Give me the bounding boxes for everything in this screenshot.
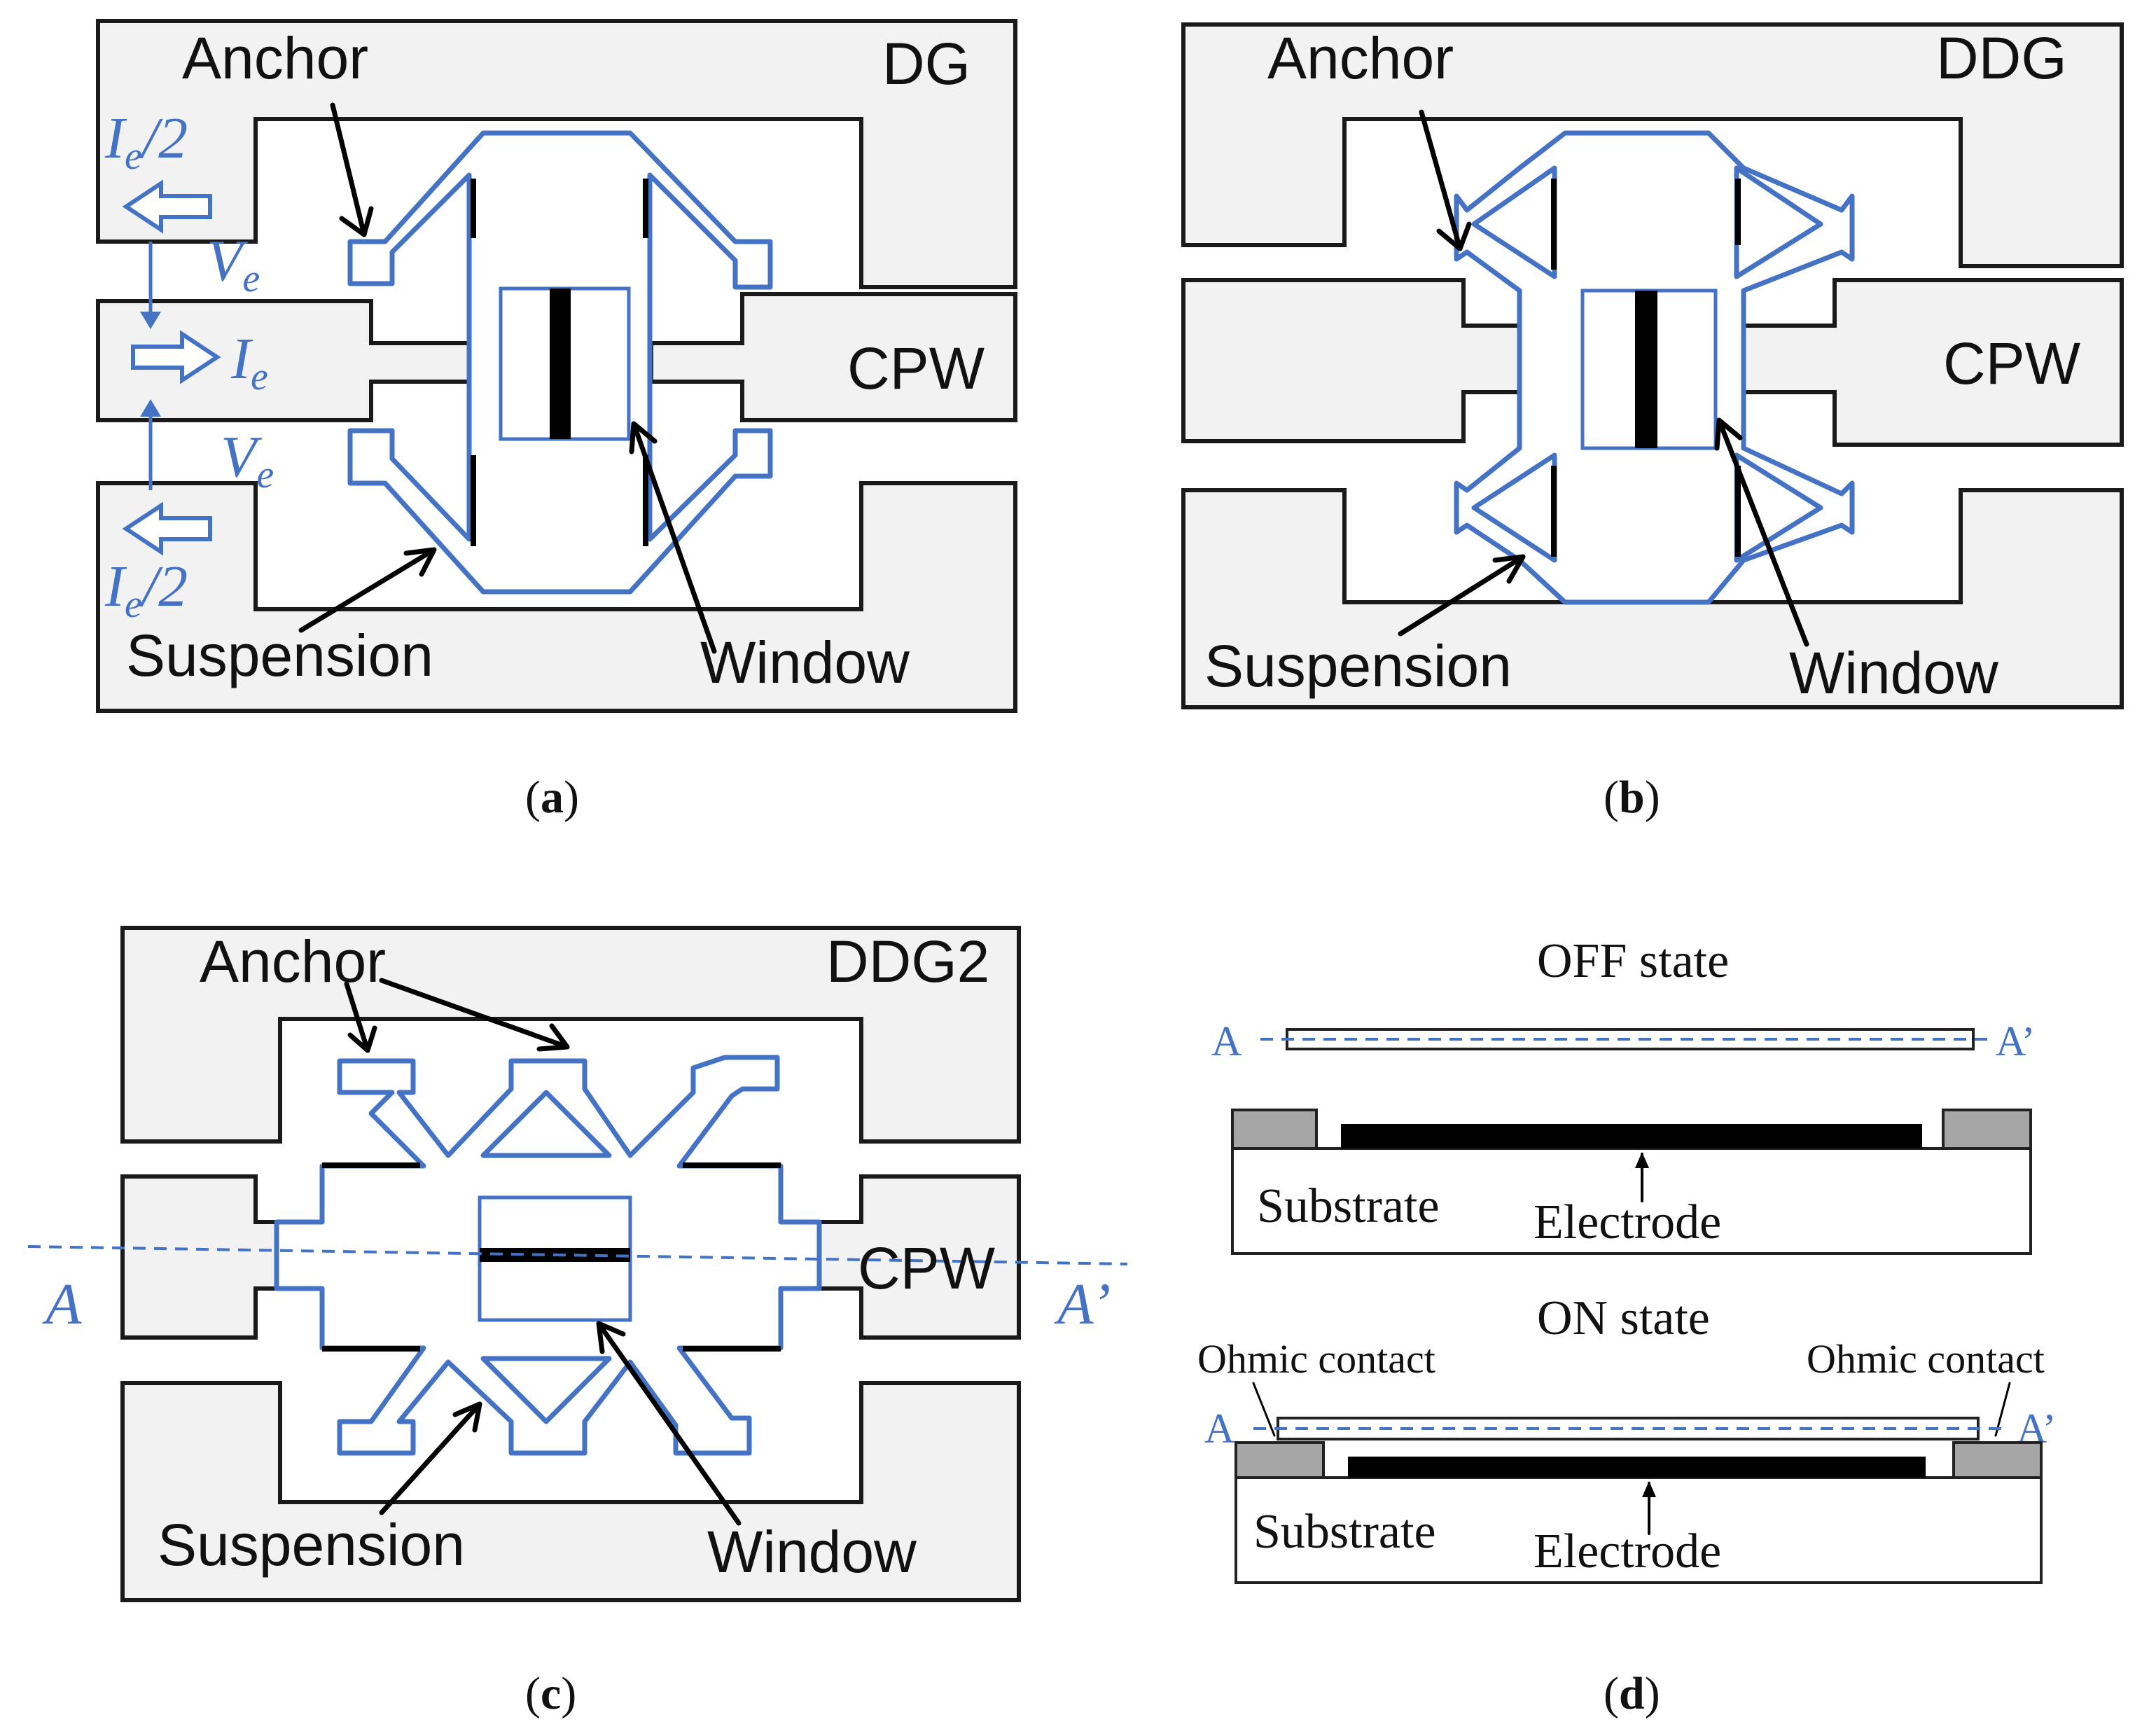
panel-b-window-label: Window [1789, 640, 1998, 706]
panel-c-suspension-label: Suspension [158, 1512, 465, 1578]
panel-a-electrode-tl [471, 179, 476, 238]
panel-c-cpw-label: CPW [858, 1235, 995, 1301]
panel-c-electrode-tl [322, 1162, 420, 1168]
panel-a-current-half-top: Ie/2 [104, 106, 188, 178]
panel-a-anchor-label: Anchor [182, 25, 368, 91]
panel-a-suspension-arrow [298, 547, 437, 633]
panel-a: Ie/2 Ve Ie Ve Ie/2 Anchor DG CPW Suspens… [96, 19, 1017, 823]
panel-d-on-electrode-label: Electrode [1534, 1525, 1721, 1578]
panel-c-anchor-arrow-right [379, 978, 570, 1052]
panel-b-cpw-line [1181, 278, 1560, 443]
panel-b-anchor-label: Anchor [1267, 25, 1454, 91]
panel-d-ohmic-right-arrow [1994, 1382, 2011, 1437]
panel-d-off-section-left: A [1211, 1018, 1242, 1064]
panel-b-window-arrow [1714, 417, 1809, 647]
panel-a-electrode-tr [643, 179, 648, 238]
panel-a-tag: DG [882, 31, 971, 97]
panel-b-caption: (b) [1604, 772, 1660, 823]
panel-d-on-title: ON state [1537, 1291, 1710, 1345]
panel-d-on-substrate-label: Substrate [1253, 1505, 1436, 1559]
panel-a-current-half-bottom: Ie/2 [104, 554, 188, 626]
panel-a-bottom-ground [96, 481, 1017, 713]
panel-d: OFF state A A’ Substrate Electrode ON st… [1197, 934, 2057, 1719]
panel-d-caption: (d) [1604, 1668, 1660, 1719]
panel-d-off-contact-left [1231, 1109, 1318, 1150]
panel-a-window-label: Window [700, 630, 910, 695]
panel-a-electrode-bl [471, 455, 476, 546]
panel-a-cpw-line-right [649, 292, 1017, 422]
panel-a-window-contact [550, 289, 571, 439]
panel-a-anchor-arrow [330, 102, 374, 237]
panel-d-off-electrode [1341, 1124, 1922, 1148]
panel-b-electrode-tl [1551, 179, 1557, 270]
panel-d-on-contact-right [1952, 1441, 2043, 1479]
panel-b-suspension-arrow [1398, 554, 1526, 637]
panel-b-electrode-bl [1551, 466, 1557, 557]
panel-b-cpw-label: CPW [1943, 331, 2080, 396]
panel-a-current-arrow-top [122, 179, 212, 234]
panel-c-window-label: Window [707, 1519, 917, 1585]
panel-c-section-right: A’ [1054, 1272, 1111, 1337]
panel-c-electrode-bl [322, 1346, 420, 1352]
panel-d-off-contact-right [1942, 1109, 2032, 1150]
panel-a-window-arrow [629, 421, 717, 654]
panel-a-current-main: Ie [230, 326, 268, 398]
panel-a-electrode-br [643, 455, 648, 546]
panel-c-section-left: A [42, 1272, 82, 1337]
panel-d-off-electrode-arrowhead [1635, 1152, 1649, 1168]
panel-d-on-contact-left [1235, 1441, 1325, 1479]
panel-a-voltage-bottom: Ve [221, 424, 274, 497]
panel-a-voltage-arrowhead-bottom [140, 399, 161, 417]
panel-a-current-arrow-bottom [122, 501, 212, 556]
panel-c-top-ground [120, 926, 1021, 1144]
panel-c-tag: DDG2 [826, 929, 989, 994]
panel-c-cpw-line [120, 1174, 279, 1340]
panel-d-ohmic-left: Ohmic contact [1197, 1336, 1435, 1382]
panel-b-top-ground [1181, 22, 2124, 268]
panel-c-triangle-bottom [480, 1356, 612, 1424]
panel-d-ohmic-left-arrow [1252, 1382, 1276, 1437]
panel-a-voltage-top: Ve [207, 228, 260, 300]
panel-d-ohmic-right: Ohmic contact [1807, 1336, 2045, 1382]
panel-b-bottom-ground [1181, 488, 2124, 709]
panel-d-off-section-right: A’ [1996, 1018, 2036, 1064]
panel-d-on-electrode [1348, 1457, 1926, 1478]
panel-b: Anchor DDG CPW Suspension Window (b) [1181, 22, 2124, 823]
panel-a-cpw-label: CPW [847, 335, 985, 401]
panel-c-suspension-arrow [379, 1401, 482, 1515]
panel-a-current-arrow-mid [131, 330, 221, 384]
panel-c-electrode-br [683, 1346, 781, 1352]
panel-d-on-substrate [1235, 1476, 2043, 1584]
panel-d-off-title: OFF state [1537, 934, 1729, 988]
panel-d-off-substrate-label: Substrate [1257, 1179, 1440, 1233]
panel-c-cpw-line-right [817, 1174, 1021, 1340]
panel-d-on-section-left: A [1204, 1405, 1235, 1452]
panel-b-electrode-br [1735, 466, 1741, 557]
panel-c-anchor-label: Anchor [200, 929, 386, 994]
panel-c-bottom-ground [120, 1381, 1021, 1602]
panel-b-anchor-arrow [1419, 109, 1472, 251]
panel-a-voltage-arrowhead-top [140, 312, 161, 329]
panel-d-off-substrate [1231, 1147, 2032, 1255]
panel-c-section-line [27, 1245, 1128, 1265]
panel-b-electrode-tr [1735, 179, 1741, 245]
panel-b-cpw-line-right [1738, 278, 2124, 447]
panel-d-off-electrode-label: Electrode [1534, 1195, 1721, 1249]
panel-a-caption: (a) [525, 772, 579, 823]
panel-c-window-arrow [596, 1321, 742, 1526]
panel-c: Anchor DDG2 CPW Suspension Window A A’ (… [27, 926, 1128, 1719]
panel-b-tag: DDG [1936, 25, 2067, 91]
panel-c-caption: (c) [525, 1668, 576, 1719]
panel-d-on-electrode-arrowhead [1642, 1481, 1656, 1497]
panel-c-electrode-tr [683, 1162, 781, 1168]
panel-c-anchor-arrow-left [344, 981, 377, 1053]
panel-c-triangle-top [480, 1090, 612, 1158]
panel-b-suspension-label: Suspension [1204, 633, 1512, 699]
panel-a-suspension-label: Suspension [126, 623, 433, 688]
panel-b-window-contact [1635, 291, 1657, 448]
